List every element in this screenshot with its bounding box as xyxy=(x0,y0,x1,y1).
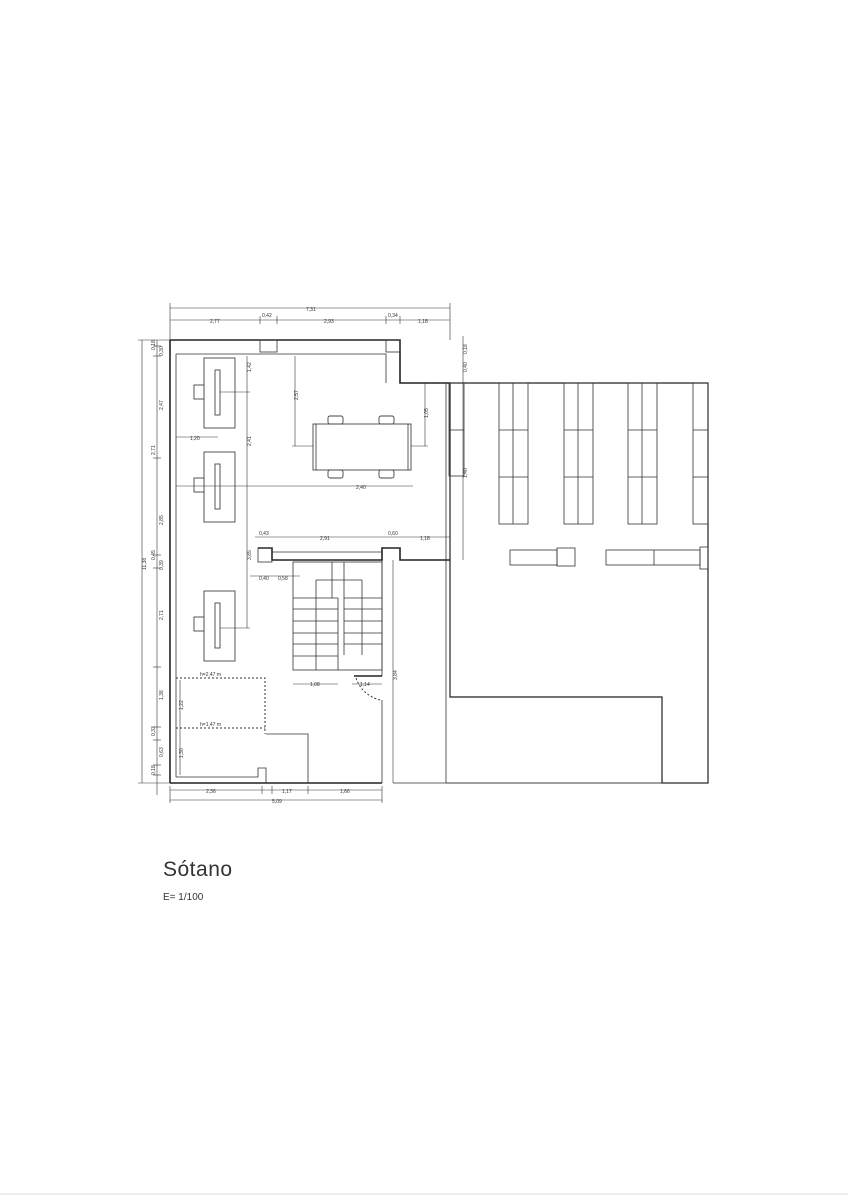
dim-left-10: 0,33 xyxy=(151,726,157,736)
top-dimensions: 7,31 2,77 0,42 2,93 0,34 1,18 xyxy=(169,303,451,340)
dim-top-5: 1,18 xyxy=(418,319,428,325)
storage-label-1: h=2,47 m xyxy=(200,672,221,678)
dim-top-total: 7,31 xyxy=(306,307,316,313)
dim-corr-3: 0,60 xyxy=(388,531,398,537)
dim-top-1: 2,77 xyxy=(210,319,220,325)
dim-right-2: 0,40 xyxy=(463,362,469,372)
dim-left-total: 11,38 xyxy=(142,558,148,570)
storage-label-2: h=1,47 m xyxy=(200,722,221,728)
bottom-dimensions: 2,36 1,17 1,66 5,09 xyxy=(169,786,383,805)
meeting-table: 2,57 1,05 2,40 xyxy=(292,356,430,491)
drawing-title: Sótano xyxy=(163,858,233,881)
dim-door-width: 1,14 xyxy=(360,682,370,688)
dim-inner-1: 1,42 xyxy=(247,362,253,372)
dim-bottom-total: 5,09 xyxy=(272,799,282,805)
dim-corr-1: 0,43 xyxy=(259,531,269,537)
dim-stair-off-1: 0,40 xyxy=(259,576,269,582)
dim-left-3: 2,47 xyxy=(159,400,165,410)
storage-height-2: 1,30 xyxy=(179,748,185,758)
shelving-racks xyxy=(448,382,709,570)
dim-right-1: 0,18 xyxy=(463,344,469,354)
dim-corr-4: 1,18 xyxy=(420,536,430,542)
dim-inner-2: 2,41 xyxy=(247,436,253,446)
dim-corr-2: 2,91 xyxy=(320,536,330,542)
left-dimensions: 11,38 0,18 0,30 2,47 2,71 2,85 0,45 0,39… xyxy=(138,339,170,795)
dim-top-4: 0,34 xyxy=(388,313,398,319)
desk-2 xyxy=(193,451,236,523)
dim-left-8: 2,71 xyxy=(159,610,165,620)
dim-table-height: 2,57 xyxy=(294,390,300,400)
page-edge xyxy=(0,1193,848,1195)
corridor-dimensions: 0,43 2,91 0,60 1,18 0,40 0,58 xyxy=(250,531,450,582)
drawing-scale: E= 1/100 xyxy=(163,892,204,903)
dim-bottom-3: 1,66 xyxy=(340,789,350,795)
dim-stair-side: 3,84 xyxy=(393,670,399,680)
dim-table-width: 2,40 xyxy=(356,485,366,491)
dim-left-6: 0,45 xyxy=(151,550,157,560)
storage-height-1: 1,22 xyxy=(179,700,185,710)
desks: 1,20 xyxy=(176,357,236,662)
dim-desk-offset: 1,20 xyxy=(190,436,200,442)
dim-left-2: 0,30 xyxy=(159,346,165,356)
staircase: 1,08 1,14 3,84 xyxy=(292,560,399,783)
desk-3 xyxy=(193,590,236,662)
inner-dimensions: 1,42 2,41 3,85 xyxy=(176,356,413,629)
dim-bottom-2: 1,17 xyxy=(282,789,292,795)
dim-stair-width: 1,08 xyxy=(310,682,320,688)
dim-stair-off-2: 0,58 xyxy=(278,576,288,582)
dim-top-2: 0,42 xyxy=(262,313,272,319)
dim-left-1: 0,18 xyxy=(151,340,157,350)
dim-bottom-1: 2,36 xyxy=(206,789,216,795)
dim-left-12: 0,18 xyxy=(151,765,157,775)
desk-1 xyxy=(193,357,236,429)
dim-top-3: 2,93 xyxy=(324,319,334,325)
dim-left-7: 0,39 xyxy=(159,560,165,570)
storage-hall: 0,18 0,40 1,40 xyxy=(393,336,709,784)
dim-left-5: 2,85 xyxy=(159,515,165,525)
dim-left-11: 0,63 xyxy=(159,747,165,757)
dim-inner-3: 3,85 xyxy=(247,550,253,560)
dim-left-4: 2,71 xyxy=(151,445,157,455)
dim-table-right: 1,05 xyxy=(424,408,430,418)
dim-right-3: 1,40 xyxy=(463,468,469,478)
dim-left-9: 1,38 xyxy=(159,690,165,700)
